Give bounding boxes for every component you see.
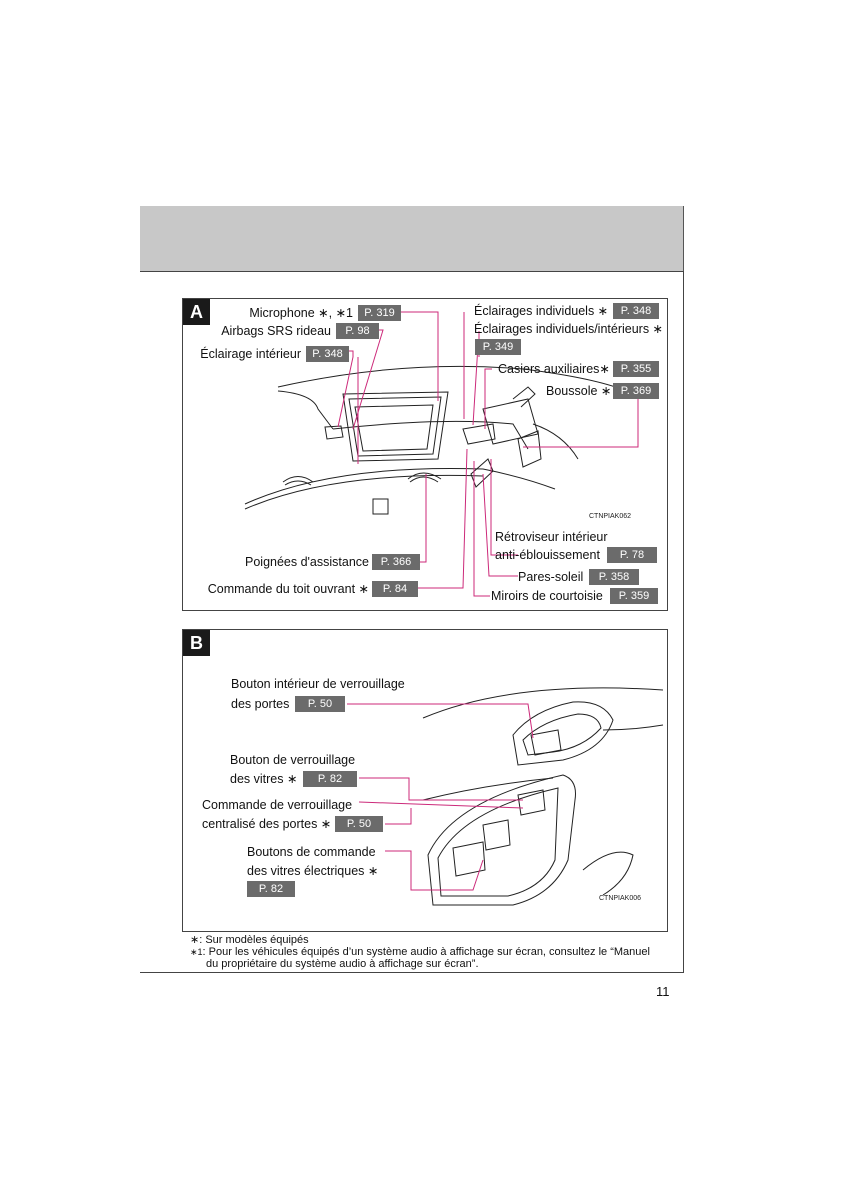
callout-retroviseur-label: Rétroviseur intérieur (495, 530, 608, 544)
panel-b: B CTNPIAK006 Bouton intérieur de verroui… (182, 629, 668, 932)
callout-microphone-page[interactable]: P. 319 (358, 305, 401, 321)
callout-eclairages-individuels-label: Éclairages individuels ∗ (474, 304, 609, 318)
callout-pares-soleil-label: Pares-soleil (518, 570, 584, 584)
footnote-1-text: : Sur modèles équipés (199, 934, 309, 946)
callout-boussole-page[interactable]: P. 369 (613, 383, 659, 399)
callout-toit-ouvrant-label: Commande du toit ouvrant ∗ (207, 582, 369, 596)
footnote-2-cont: du propriétaire du système audio à affic… (206, 958, 479, 970)
callout-boussole-label: Boussole ∗ (546, 384, 612, 398)
callout-casiers-page[interactable]: P. 355 (613, 361, 659, 377)
callout-verrouillage-vitres-page[interactable]: P. 82 (303, 771, 357, 787)
callout-centralise-page[interactable]: P. 50 (335, 816, 383, 832)
callout-poignees-page[interactable]: P. 366 (372, 554, 420, 570)
callout-eclairages-indiv-int-label: Éclairages individuels/intérieurs ∗ (474, 322, 664, 336)
image-code-b: CTNPIAK006 (599, 895, 642, 902)
callout-airbags-page[interactable]: P. 98 (336, 323, 379, 339)
callout-centralise-label2: centralisé des portes ∗ (202, 817, 332, 831)
footnote-1-mark: ∗ (190, 934, 200, 946)
callout-bouton-interieur-label2: des portes (231, 697, 290, 711)
footnote-1: ∗: Sur modèles équipés (190, 934, 309, 946)
callout-toit-ouvrant-page[interactable]: P. 84 (372, 581, 418, 597)
page-number: 11 (656, 984, 670, 999)
section-header-band (140, 206, 684, 272)
callout-miroirs-label: Miroirs de courtoisie (491, 589, 603, 603)
callout-verrouillage-vitres-label2: des vitres ∗ (230, 772, 298, 786)
image-code-a: CTNPIAK062 (589, 513, 632, 520)
callout-bouton-interieur-page[interactable]: P. 50 (295, 696, 345, 712)
panel-a-letter: A (183, 299, 210, 325)
bottom-rule (140, 972, 684, 973)
footnote-2: ∗1: Pour les véhicules équipés d’un syst… (190, 946, 650, 958)
door-panel-illustration (347, 687, 664, 906)
callout-retroviseur-label2: anti-éblouissement (495, 548, 600, 562)
footnote-2-text: : Pour les véhicules équipés d’un systèm… (202, 946, 650, 958)
callout-verrouillage-vitres-label: Bouton de verrouillage (230, 753, 356, 767)
callout-miroirs-page[interactable]: P. 359 (610, 588, 658, 604)
callout-retroviseur-page[interactable]: P. 78 (607, 547, 657, 563)
callout-casiers-label: Casiers auxiliaires∗ (498, 362, 610, 376)
callout-eclairages-indiv-int-page[interactable]: P. 349 (475, 339, 521, 355)
callout-vitres-electriques-page[interactable]: P. 82 (247, 881, 295, 897)
ceiling-illustration (244, 311, 639, 597)
callout-centralise-label: Commande de verrouillage (202, 798, 353, 812)
callout-vitres-electriques-label2: des vitres électriques ∗ (247, 864, 379, 878)
panel-a: A (182, 298, 668, 611)
callout-poignees-label: Poignées d'assistance (245, 555, 369, 569)
callout-eclairage-interieur-label: Éclairage intérieur (200, 347, 301, 361)
callout-airbags-label: Airbags SRS rideau (221, 324, 331, 338)
callout-pares-soleil-page[interactable]: P. 358 (589, 569, 639, 585)
callout-eclairage-interieur-page[interactable]: P. 348 (306, 346, 349, 362)
panel-b-letter: B (183, 630, 210, 656)
callout-eclairages-individuels-page[interactable]: P. 348 (613, 303, 659, 319)
callout-microphone-label: Microphone ∗, ∗1 (249, 306, 353, 320)
footnote-2-mark: ∗1 (190, 947, 203, 957)
page-right-rule (683, 271, 684, 972)
callout-bouton-interieur-label: Bouton intérieur de verrouillage (231, 677, 405, 691)
callout-vitres-electriques-label: Boutons de commande (247, 845, 376, 859)
